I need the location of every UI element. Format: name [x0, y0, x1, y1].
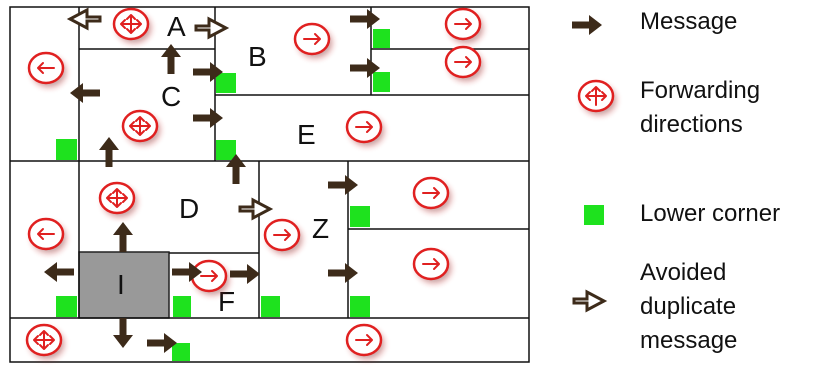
message-arrow: [193, 62, 223, 82]
forwarding-direction-icon: [29, 53, 66, 87]
message-arrow: [328, 263, 358, 283]
zone-label-b: B: [248, 41, 267, 72]
zone-borders: [9, 6, 530, 363]
forwarding-direction-icon: [114, 9, 151, 43]
legend-item-avoided: Avoided duplicate message: [572, 259, 737, 354]
message-arrow: [113, 222, 133, 252]
green-square-icon: [584, 205, 604, 225]
corner-square-d: [56, 139, 77, 160]
lower-corner-squares: [56, 29, 390, 361]
corner-square-h: [173, 296, 191, 317]
avoided-arrows: [66, 7, 274, 221]
forwarding-direction-icon: [347, 325, 384, 359]
hollow-arrow-icon: [194, 16, 230, 40]
forwarding-icons: [27, 9, 483, 359]
zone-label-a: A: [167, 11, 186, 42]
legend-forwarding-line1: Forwarding: [640, 77, 760, 104]
message-arrow: [113, 318, 133, 348]
forwarding-direction-icon: [414, 178, 451, 212]
message-arrow: [230, 264, 260, 284]
forwarding-direction-icon: [100, 183, 137, 217]
message-arrow: [99, 137, 119, 167]
message-arrow: [226, 154, 246, 184]
legend-avoided-line1: Avoided: [640, 259, 726, 286]
message-arrows: [44, 9, 380, 353]
corner-square-g: [56, 296, 77, 317]
corner-square-c: [216, 73, 236, 93]
corner-square-i: [261, 296, 280, 317]
forwarding-direction-icon: [347, 112, 384, 146]
message-arrow: [328, 175, 358, 195]
legend-item-message: Message: [572, 8, 737, 35]
forwarding-direction-icon: [192, 261, 229, 295]
message-arrow: [172, 262, 202, 282]
corner-square-a: [373, 29, 390, 48]
legend-avoided-line2: duplicate: [640, 293, 736, 320]
forwarding-direction-icon: [579, 81, 616, 115]
message-arrow: [70, 83, 100, 103]
corner-square-k: [172, 343, 190, 361]
legend-forwarding-line2: directions: [640, 111, 743, 138]
zone-label-d: D: [179, 193, 199, 224]
forwarding-direction-icon: [123, 111, 160, 145]
zone-label-e: E: [297, 119, 316, 150]
message-arrow: [350, 9, 380, 29]
legend-avoided-line3: message: [640, 327, 737, 354]
zone-label-f: F: [218, 286, 235, 317]
forwarding-direction-icon: [29, 219, 66, 253]
message-arrow: [44, 262, 74, 282]
legend-lower-corner-label: Lower corner: [640, 200, 780, 227]
legend-message-label: Message: [640, 8, 737, 35]
message-arrow: [161, 44, 181, 74]
zone-label-z: Z: [312, 213, 329, 244]
forwarding-direction-icon: [414, 249, 451, 283]
legend: Message Forwarding directions Lower corn…: [572, 8, 780, 354]
forwarding-direction-icon: [446, 47, 483, 81]
hollow-arrow-icon: [238, 197, 274, 221]
solid-arrow-icon: [572, 15, 602, 35]
corner-square-b: [373, 72, 390, 92]
forwarding-direction-icon: [295, 24, 332, 58]
message-arrow: [147, 333, 177, 353]
hollow-arrow-icon: [572, 289, 608, 313]
message-arrow: [350, 58, 380, 78]
zone-label-i: I: [117, 269, 125, 300]
zone-label-c: C: [161, 81, 181, 112]
message-arrow: [193, 108, 223, 128]
hollow-arrow-icon: [66, 7, 102, 31]
corner-square-j: [350, 296, 370, 317]
zone-labels: A B C E D Z I F: [117, 11, 329, 317]
forwarding-direction-icon: [265, 220, 302, 254]
corner-square-e: [216, 140, 236, 160]
corner-square-f: [350, 206, 370, 227]
legend-item-forwarding: Forwarding directions: [579, 77, 760, 138]
legend-item-lower-corner: Lower corner: [584, 200, 780, 227]
forwarding-direction-icon: [27, 325, 64, 359]
forwarding-direction-icon: [446, 9, 483, 43]
